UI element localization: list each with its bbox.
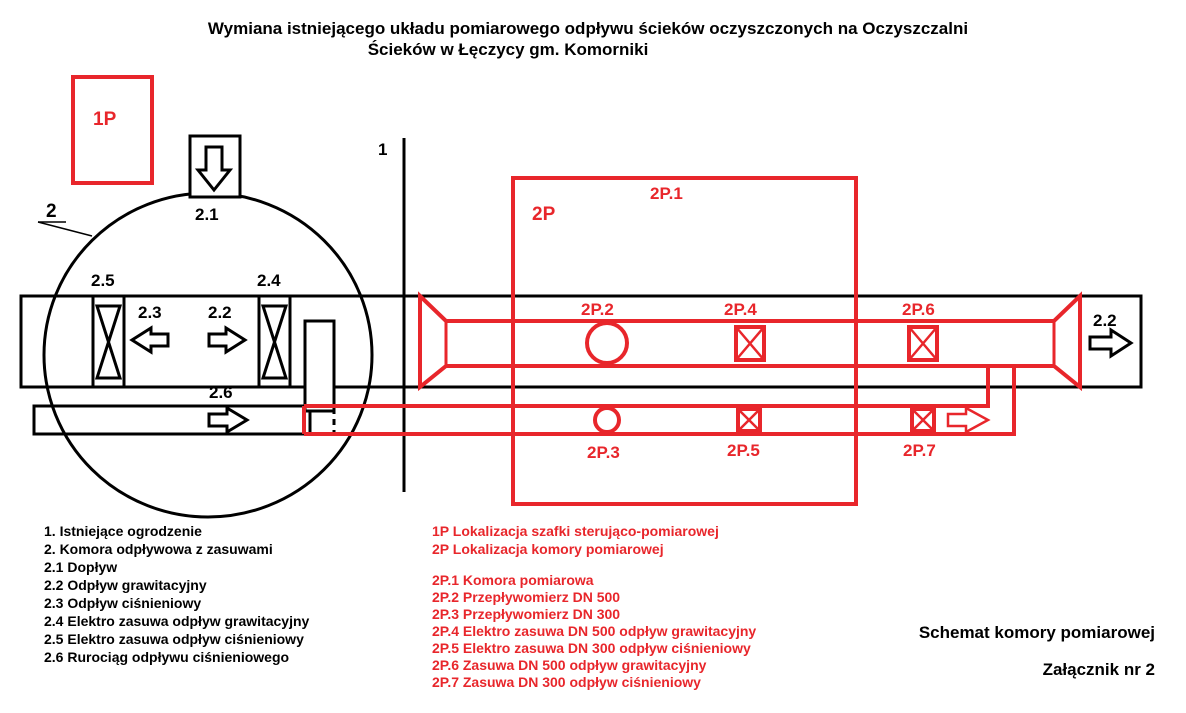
attachment-caption: Załącznik nr 2 <box>1043 660 1155 679</box>
legend-red-locations: 1P Lokalizacja szafki sterująco-pomiarow… <box>432 523 719 557</box>
valve-2-5-symbol <box>94 304 123 380</box>
label-2-1: 2.1 <box>195 205 219 224</box>
label-2p-4: 2P.4 <box>724 300 757 319</box>
title-line-1: Wymiana istniejącego układu pomiarowego … <box>208 19 968 38</box>
valve-2-4-symbol <box>260 304 289 380</box>
label-2-3: 2.3 <box>138 303 162 322</box>
leader-line-2 <box>37 221 93 237</box>
legend-red-item: 2P.2 Przepływomierz DN 500 <box>432 589 620 605</box>
valve-2p-6-symbol <box>908 326 938 361</box>
label-2p-2: 2P.2 <box>581 300 614 319</box>
legend-red-item: 1P Lokalizacja szafki sterująco-pomiarow… <box>432 523 719 539</box>
title-line-2: Ścieków w Łęczycy gm. Komorniki <box>368 40 649 59</box>
pressure-pipeline-arrow-icon <box>207 405 250 435</box>
label-2-2: 2.2 <box>208 303 232 322</box>
label-2p-6: 2P.6 <box>902 300 935 319</box>
pressure-outflow-arrow-icon <box>129 325 170 355</box>
gravity-pipe <box>19 294 1143 389</box>
legend-black: 1. Istniejące ogrodzenie 2. Komora odpły… <box>44 523 310 665</box>
valve-2p-7-symbol <box>911 408 935 432</box>
dn500-pipe-red <box>418 291 1082 392</box>
valve-2p-4-symbol <box>735 326 765 361</box>
legend-red-equipment: 2P.1 Komora pomiarowa 2P.2 Przepływomier… <box>432 572 756 690</box>
schema-caption: Schemat komory pomiarowej <box>919 623 1155 642</box>
valve-2p-5-symbol <box>737 408 761 432</box>
measuring-chamber-2p-1 <box>511 176 858 506</box>
control-cabinet-1p <box>71 75 154 185</box>
label-2-6: 2.6 <box>209 383 233 402</box>
legend-red-item: 2P.1 Komora pomiarowa <box>432 572 594 588</box>
flowmeter-2p-2 <box>585 321 629 365</box>
label-2p-1: 2P.1 <box>650 184 683 203</box>
legend-black-item: 2.6 Rurociąg odpływu ciśnieniowego <box>44 649 289 665</box>
legend-black-item: 2.5 Elektro zasuwa odpływ ciśnieniowy <box>44 631 304 647</box>
flowmeter-2p-3 <box>593 406 621 434</box>
legend-red-item: 2P.5 Elektro zasuwa DN 300 odpływ ciśnie… <box>432 640 751 656</box>
legend-red-item: 2P.4 Elektro zasuwa DN 500 odpływ grawit… <box>432 623 756 639</box>
legend-red-item: 2P.7 Zasuwa DN 300 odpływ ciśnieniowy <box>432 674 701 690</box>
label-2p-5: 2P.5 <box>727 441 760 460</box>
label-2p-7: 2P.7 <box>903 441 936 460</box>
legend-black-item: 2.3 Odpływ ciśnieniowy <box>44 595 201 611</box>
gravity-outflow-arrow-icon <box>207 325 248 355</box>
pressure-pipeline-2-6 <box>32 404 312 436</box>
outlet-arrow-icon <box>1088 327 1134 359</box>
label-2p: 2P <box>532 204 556 225</box>
inflow-arrow-icon <box>194 145 234 193</box>
label-2: 2 <box>46 201 57 222</box>
legend-black-item: 2.2 Odpływ grawitacyjny <box>44 577 207 593</box>
legend-black-item: 1. Istniejące ogrodzenie <box>44 523 202 539</box>
label-2-4: 2.4 <box>257 271 281 290</box>
label-2-2-outlet: 2.2 <box>1093 311 1117 330</box>
legend-red-item: 2P.6 Zasuwa DN 500 odpływ grawitacyjny <box>432 657 707 673</box>
legend-black-item: 2. Komora odpływowa z zasuwami <box>44 541 273 557</box>
label-2p-3: 2P.3 <box>587 443 620 462</box>
label-1p: 1P <box>93 109 117 130</box>
dn300-flow-arrow-icon <box>946 405 991 435</box>
label-1: 1 <box>378 140 387 159</box>
dn300-pipe-red <box>302 366 1016 436</box>
legend-black-item: 2.1 Dopływ <box>44 559 117 575</box>
legend-red-item: 2P Lokalizacja komory pomiarowej <box>432 541 664 557</box>
legend-black-item: 2.4 Elektro zasuwa odpływ grawitacyjny <box>44 613 310 629</box>
legend-red-item: 2P.3 Przepływomierz DN 300 <box>432 606 620 622</box>
label-2-5: 2.5 <box>91 271 115 290</box>
vertical-riser <box>303 319 336 413</box>
